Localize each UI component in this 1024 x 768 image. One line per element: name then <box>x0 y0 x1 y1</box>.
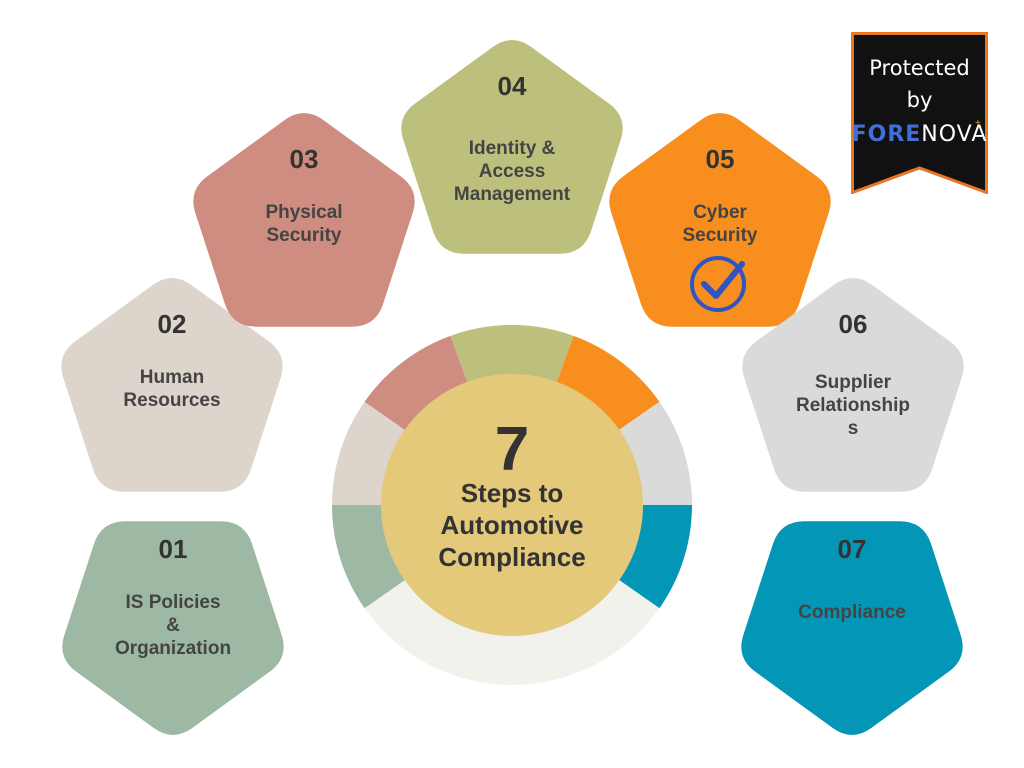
step-04-pentagon <box>401 40 623 254</box>
center-title-line1: Steps to <box>461 478 564 508</box>
step-05-number: 05 <box>706 144 735 174</box>
step-05-pentagon <box>609 113 831 327</box>
badge-line2: by <box>906 88 933 112</box>
step-02-label-line2: Resources <box>123 390 220 411</box>
step-06-label-line1: Supplier <box>815 372 892 393</box>
logo-part2: NOVA <box>921 122 988 147</box>
step-01-label-line3: Organization <box>115 638 231 659</box>
badge-banner-shape <box>851 32 988 194</box>
center-circle: 7 Steps to Automotive Compliance <box>381 374 643 636</box>
step-01-label-line2: & <box>166 615 180 636</box>
center-title-line2: Automotive <box>441 510 584 540</box>
step-01-pentagon <box>62 521 284 735</box>
step-06-label-line3: s <box>848 418 859 439</box>
forenova-logo: FORENOVA <box>851 122 988 147</box>
logo-part1: FORE <box>851 122 922 147</box>
ring-segment-2 <box>556 335 660 431</box>
step-04-number: 04 <box>498 71 527 101</box>
logo-spark-icon: + <box>975 118 981 129</box>
step-02-pentagon <box>61 278 283 492</box>
step-03-pentagon <box>193 113 415 327</box>
step-04-label-line2: Access <box>479 161 546 182</box>
step-02-label-line1: Human <box>140 367 204 388</box>
step-01-label-line1: IS Policies <box>125 592 220 613</box>
ring-segment-5 <box>364 579 660 686</box>
step-03-label-line2: Security <box>267 225 342 246</box>
step-06-number: 06 <box>839 309 868 339</box>
ring-segment-4 <box>618 505 692 609</box>
step-07-label-line1: Compliance <box>798 602 906 623</box>
step-03-label-line1: Physical <box>265 202 342 223</box>
step-04-label-line1: Identity & <box>469 138 556 159</box>
step-02-number: 02 <box>158 309 187 339</box>
step-05-label-line2: Security <box>683 225 758 246</box>
protected-by-badge: Protected by FORENOVA + <box>851 32 988 194</box>
step-01: 01 IS Policies&Organization <box>62 521 284 735</box>
step-01-number: 01 <box>159 534 188 564</box>
ring-segment-7 <box>332 401 406 505</box>
badge-line1: Protected <box>869 56 970 80</box>
step-05-label-line1: Cyber <box>693 202 747 223</box>
step-07-pentagon <box>741 521 963 735</box>
progress-ring <box>332 325 692 686</box>
center-number: 7 <box>495 415 529 484</box>
step-06-pentagon <box>742 278 964 492</box>
ring-segment-8 <box>364 335 468 431</box>
check-circle-icon <box>690 256 746 312</box>
step-pentagons: 01 IS Policies&Organization 02HumanResourc… <box>61 40 964 735</box>
step-04-label-line3: Management <box>454 184 571 205</box>
step-06-label-line2: Relationship <box>796 395 910 416</box>
ring-segment-1 <box>450 325 574 383</box>
ring-segment-6 <box>332 505 406 609</box>
center-title-line3: Compliance <box>438 542 585 572</box>
step-07-number: 07 <box>838 534 867 564</box>
step-03-number: 03 <box>290 144 319 174</box>
ring-segment-3 <box>618 401 692 505</box>
